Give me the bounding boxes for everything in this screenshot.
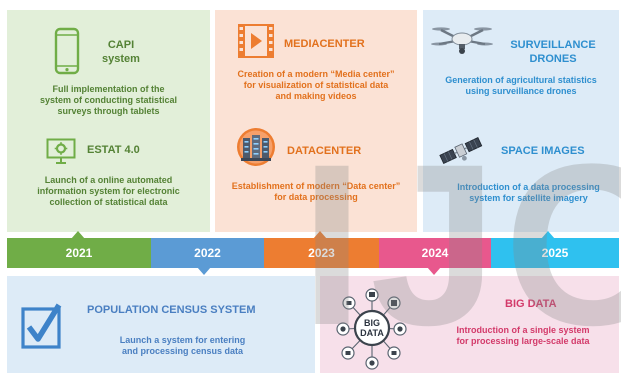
estat-desc-line: Launch of a online automated — [44, 175, 173, 185]
datacenter-desc-line: Establishment of modern “Data center” — [231, 181, 401, 191]
estat-desc-line: information system for electronic — [37, 185, 180, 196]
space-desc-line: Introduction of a data processing — [457, 182, 600, 192]
census-description: Launch a system for entering and process… — [90, 335, 275, 357]
year-label: 2025 — [541, 246, 569, 260]
drones-desc-line: Generation of agricultural statistics — [445, 75, 597, 85]
capi-description: Full implementation of the system of con… — [10, 84, 207, 117]
timeline-year-2022: 2022 — [151, 238, 264, 268]
panel-2021 — [7, 10, 210, 232]
mediacenter-desc-line: for visualization of statistical data — [243, 79, 389, 90]
space-title: SPACE IMAGES — [501, 145, 585, 157]
drones-title-line2: DRONES — [529, 53, 577, 66]
drones-desc-line: using surveillance drones — [465, 85, 577, 96]
pointer-2023 — [313, 231, 327, 239]
pointer-2025 — [541, 231, 555, 239]
datacenter-desc-line: for data processing — [274, 191, 358, 202]
server-rack-icon — [237, 128, 275, 166]
pointer-2024 — [427, 267, 441, 275]
mediacenter-title: MEDIACENTER — [284, 38, 365, 50]
mediacenter-desc-line: Creation of a modern “Media center” — [237, 69, 395, 79]
capi-title-line2: system — [102, 53, 140, 66]
drone-icon — [431, 27, 493, 54]
datacenter-description: Establishment of modern “Data center” fo… — [218, 181, 414, 203]
capi-title-line1: CAPI — [107, 39, 135, 51]
timeline-year-2021: 2021 — [7, 238, 151, 268]
census-desc-line: Launch a system for entering — [119, 335, 246, 345]
big-data-network-icon: BIG DATA — [336, 288, 407, 370]
big-data-icon-label-line1: BIG — [364, 318, 380, 328]
estat-description: Launch of a online automated information… — [10, 175, 207, 208]
satellite-icon — [439, 137, 483, 165]
bigdata-title: BIG DATA — [505, 298, 557, 310]
capi-desc-line: Full implementation of the — [52, 84, 165, 94]
space-desc-line: system for satellite imagery — [469, 192, 588, 203]
estat-title: ESTAT 4.0 — [87, 144, 140, 156]
space-description: Introduction of a data processing system… — [441, 182, 616, 204]
year-label: 2023 — [308, 246, 335, 260]
big-data-icon-label-line2: DATA — [360, 328, 384, 338]
bigdata-desc-line: for processing large-scale data — [456, 335, 590, 346]
pointer-2021 — [71, 231, 85, 239]
mediacenter-description: Creation of a modern “Media center” for … — [218, 69, 414, 102]
checkbox-icon — [21, 303, 62, 349]
monitor-gear-icon — [46, 138, 76, 164]
year-label: 2022 — [194, 246, 221, 260]
capi-desc-line: surveys through tablets — [57, 105, 160, 116]
drones-title: SURVEILLANCE DRONES — [500, 38, 606, 67]
bigdata-desc-line: Introduction of a single system — [456, 325, 590, 335]
census-title: POPULATION CENSUS SYSTEM — [87, 304, 256, 316]
drones-description: Generation of agricultural statistics us… — [426, 75, 616, 97]
estat-desc-line: collection of statistical data — [49, 196, 168, 207]
datacenter-title: DATACENTER — [287, 145, 362, 157]
census-desc-line: and processing census data — [121, 345, 244, 356]
capi-desc-line: system of conducting statistical — [39, 94, 178, 105]
year-label: 2021 — [65, 246, 93, 260]
pointer-2022 — [197, 267, 211, 275]
capi-title: CAPI system — [101, 38, 141, 67]
panel-2025 — [423, 10, 619, 232]
bigdata-description: Introduction of a single system for proc… — [430, 325, 616, 347]
tablet-icon — [54, 27, 80, 75]
timeline-year-2024: 2024 — [379, 238, 491, 268]
mediacenter-desc-line: and making videos — [275, 90, 357, 101]
year-label: 2024 — [421, 246, 449, 260]
timeline-year-2025: 2025 — [491, 238, 619, 268]
video-play-icon — [238, 24, 274, 58]
timeline-year-2023: 2023 — [264, 238, 379, 268]
drones-title-line1: SURVEILLANCE — [510, 39, 596, 51]
